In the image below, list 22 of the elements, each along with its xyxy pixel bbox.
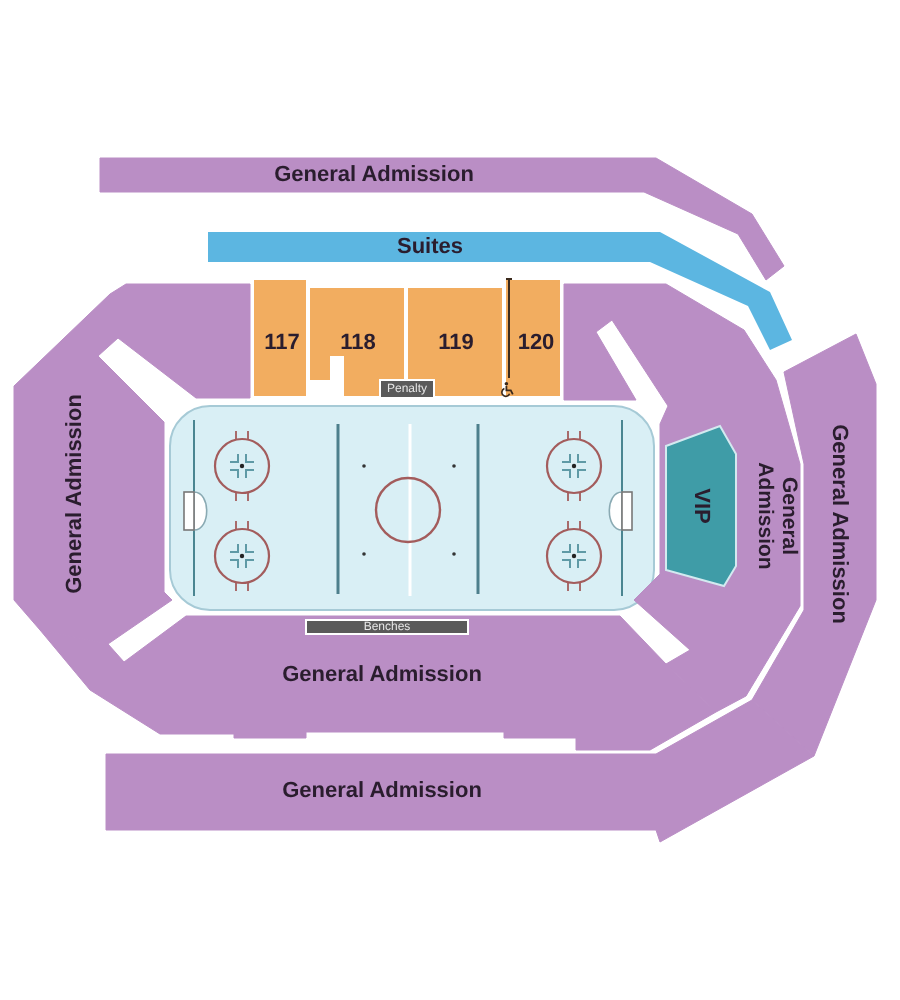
section-label: 120	[517, 333, 555, 355]
seating-section	[254, 280, 306, 396]
section-label: Suites	[397, 236, 463, 258]
section-label: General Admission	[274, 165, 474, 187]
section-label: General Admission	[65, 394, 87, 594]
seating-section	[100, 158, 784, 280]
section-label: General Admission	[752, 460, 800, 574]
seating-section	[106, 700, 814, 842]
section-label: VIP	[689, 488, 711, 524]
seating-section	[40, 616, 716, 750]
team-bench	[306, 620, 468, 634]
section-label: 118	[340, 333, 376, 355]
seating-section	[14, 284, 250, 644]
section-label: General Admission	[282, 781, 482, 803]
penalty-box	[380, 380, 434, 398]
seating-section	[506, 280, 560, 396]
section-label: General Admission	[282, 665, 482, 687]
seating-section	[208, 232, 792, 350]
section-label: 117	[264, 333, 300, 355]
seating-section	[752, 334, 876, 756]
section-label: General Admission	[827, 424, 849, 624]
section-label: 119	[438, 333, 474, 355]
